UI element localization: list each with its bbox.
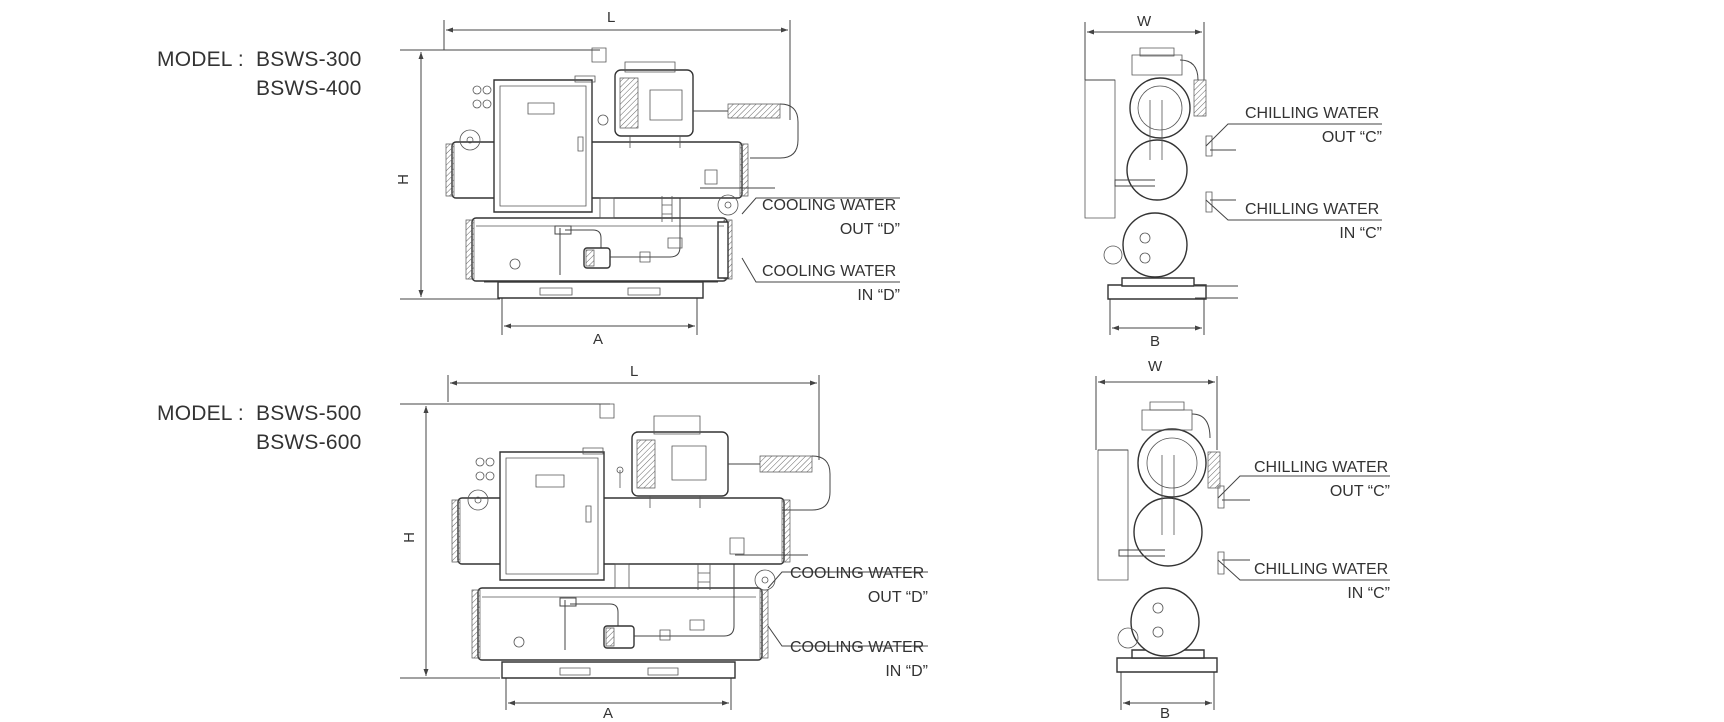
cooling-water-out-label-2: COOLING WATER: [790, 565, 925, 582]
cooling-water-in-label-2: COOLING WATER: [790, 639, 925, 656]
model-name-1b: BSWS-400: [256, 77, 362, 100]
cooling-water-out-port-2: OUT “D”: [867, 589, 928, 606]
dim-label-W-2: W: [1148, 358, 1163, 375]
model-name-1a: BSWS-300: [256, 48, 362, 71]
chilling-water-in-port-1: IN “C”: [1339, 225, 1382, 242]
cooling-water-in-port-1: IN “D”: [857, 287, 900, 304]
model-prefix-2: MODEL :: [157, 402, 244, 425]
chilling-water-out-label-2: CHILLING WATER: [1254, 459, 1389, 476]
chilling-water-out-port-1: OUT “C”: [1321, 129, 1382, 146]
model-name-2a: BSWS-500: [256, 402, 362, 425]
chilling-water-out-port-2: OUT “C”: [1329, 483, 1390, 500]
model-name-2b: BSWS-600: [256, 431, 362, 454]
side-view-model-1: [400, 20, 798, 335]
dim-label-B-2: B: [1160, 705, 1171, 722]
chilling-water-in-label-2: CHILLING WATER: [1254, 561, 1389, 578]
dim-label-L-2: L: [630, 363, 639, 380]
chilling-water-in-label-1: CHILLING WATER: [1245, 201, 1380, 218]
chilling-water-out-label-1: CHILLING WATER: [1245, 105, 1380, 122]
chilling-water-in-port-2: IN “C”: [1347, 585, 1390, 602]
dim-label-L-1: L: [607, 9, 616, 26]
dim-label-B-1: B: [1150, 333, 1161, 350]
dim-label-H-2: H: [400, 532, 418, 543]
cooling-water-in-port-2: IN “D”: [885, 663, 928, 680]
dim-label-A-2: A: [603, 705, 614, 722]
dim-label-A-1: A: [593, 331, 604, 348]
cooling-water-in-label-1: COOLING WATER: [762, 263, 897, 280]
cooling-water-out-port-1: OUT “D”: [839, 221, 900, 238]
cooling-water-out-label-1: COOLING WATER: [762, 197, 897, 214]
dim-label-W-1: W: [1137, 13, 1152, 30]
end-view-model-1: [1085, 22, 1238, 335]
dim-label-H-1: H: [394, 174, 412, 185]
end-view-model-2: [1096, 376, 1250, 710]
side-view-model-2: [400, 375, 830, 710]
callout-leaders: [742, 124, 1390, 646]
model-prefix-1: MODEL :: [157, 48, 244, 71]
